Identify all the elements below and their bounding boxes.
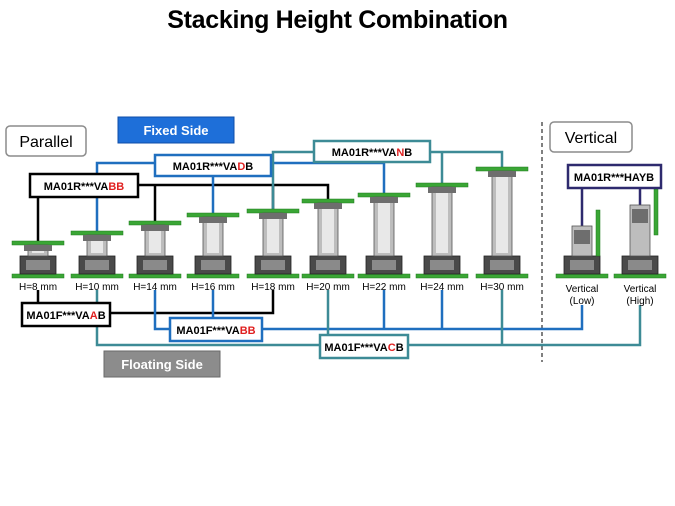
connector-4 (186, 212, 240, 279)
height-label-7: H=22 mm (362, 282, 406, 293)
part-rhayb: MA01R***HAYB (566, 163, 663, 190)
height-label-8: H=24 mm (420, 282, 464, 293)
svg-text:MA01F***VAAB: MA01F***VAAB (26, 310, 105, 322)
svg-text:MA01R***VANB: MA01R***VANB (332, 147, 413, 159)
height-label-1: H=8 mm (19, 282, 57, 293)
height-label-3: H=14 mm (133, 282, 177, 293)
part-fvaab: MA01F***VAAB (20, 301, 112, 328)
connector-9 (475, 166, 529, 279)
svg-text:MA01R***HAYB: MA01R***HAYB (574, 172, 654, 184)
line-rvabb (36, 183, 330, 246)
connector-vertical-high (613, 188, 667, 279)
height-label-5: H=18 mm (251, 282, 295, 293)
connector-vertical-low (555, 209, 609, 279)
svg-text:MA01F***VACB: MA01F***VACB (324, 342, 403, 354)
fixed-side-banner (117, 116, 235, 144)
part-rvanb: MA01R***VANB (312, 139, 432, 164)
part-fvabb: MA01F***VABB (168, 316, 264, 343)
connector-7 (357, 192, 411, 279)
part-rvadb: MA01R***VADB (153, 153, 273, 178)
floating-side-label: Floating Side (121, 357, 203, 372)
line-fvabb (153, 290, 584, 331)
connector-8 (415, 182, 469, 279)
vertical-label-line2-2: (High) (626, 296, 653, 307)
connector-6 (301, 198, 355, 279)
svg-text:MA01R***VADB: MA01R***VADB (173, 161, 254, 173)
parallel-label: Parallel (19, 134, 72, 151)
svg-text:MA01F***VABB: MA01F***VABB (176, 325, 255, 337)
line-fvaab-h18 (110, 290, 275, 315)
vertical-label-line2-1: (Low) (569, 296, 594, 307)
connector-5 (246, 208, 300, 279)
connector-3 (128, 220, 182, 279)
height-labels: H=8 mm H=10 mm H=14 mm H=16 mm H=18 mm H=20 m… (19, 282, 656, 307)
vertical-label-line1-2: Vertical (624, 284, 657, 295)
connector-2 (70, 230, 124, 279)
height-label-2: H=10 mm (75, 282, 119, 293)
svg-text:MA01R***VABB: MA01R***VABB (44, 181, 125, 193)
part-fvacb: MA01F***VACB (318, 333, 410, 360)
page-title: Stacking Height Combination (167, 6, 508, 34)
vertical-box (549, 121, 633, 153)
floating-side-banner (103, 350, 221, 378)
connector-illustrations (11, 166, 667, 279)
height-label-9: H=30 mm (480, 282, 524, 293)
height-label-6: H=20 mm (306, 282, 350, 293)
parallel-box (5, 125, 87, 157)
fixed-side-label: Fixed Side (143, 123, 208, 138)
vertical-label: Vertical (565, 130, 617, 147)
vertical-label-line1-1: Vertical (566, 284, 599, 295)
connector-1 (11, 240, 65, 279)
height-label-4: H=16 mm (191, 282, 235, 293)
part-rvabb: MA01R***VABB (28, 172, 140, 199)
